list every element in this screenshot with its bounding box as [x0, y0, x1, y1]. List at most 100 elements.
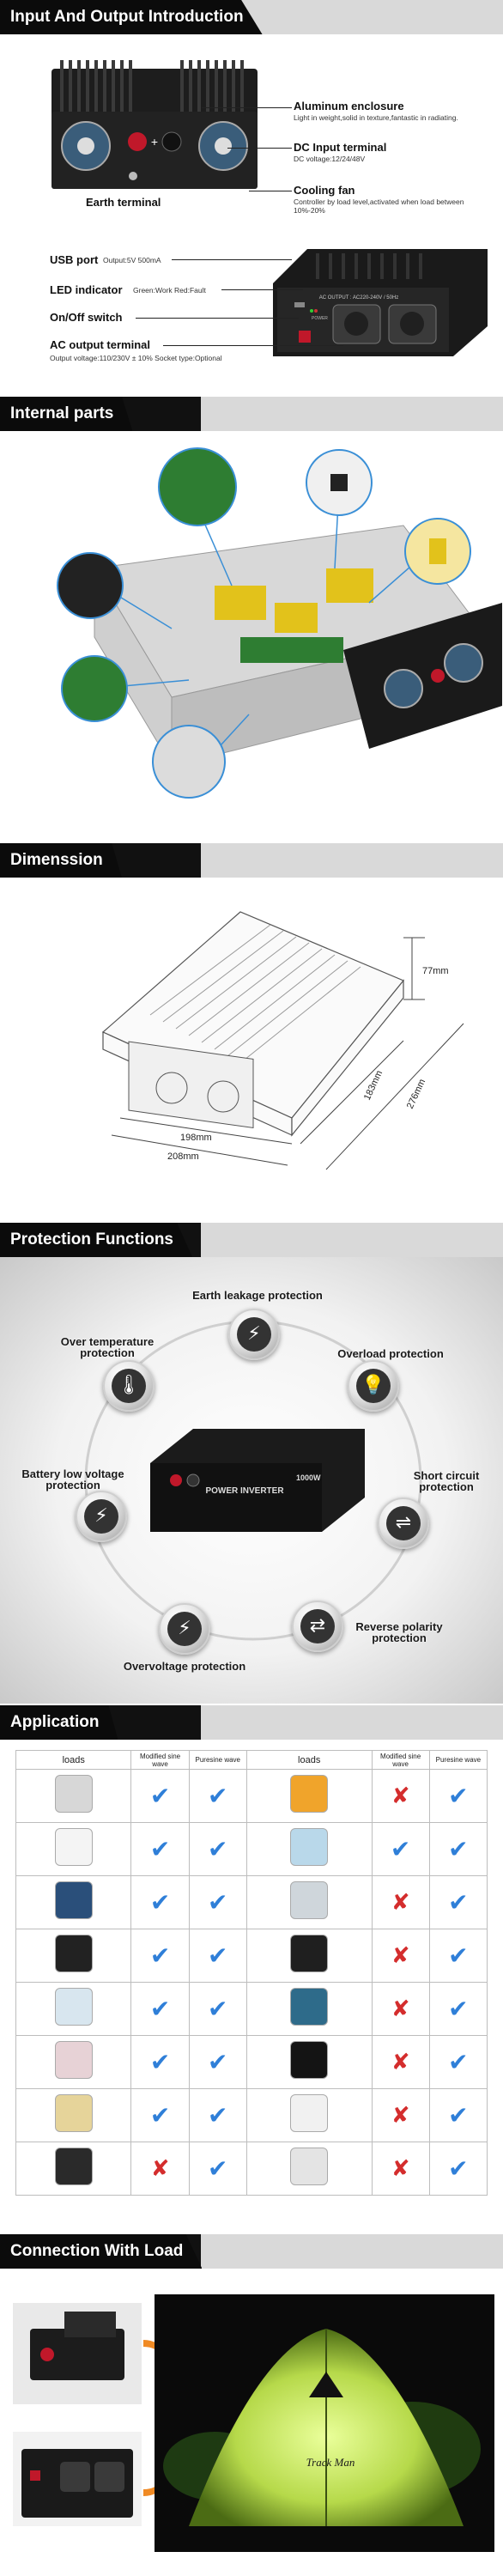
support-cell: ✘ [371, 1929, 430, 1983]
product-label: POWER INVERTER [205, 1486, 284, 1496]
cross-icon: ✘ [391, 1889, 410, 1916]
support-cell: ✔ [130, 2088, 190, 2142]
internal-parts-image [57, 447, 502, 799]
section-header-intro: Input And Output Introduction [0, 0, 503, 34]
load-cell [245, 1875, 373, 1929]
support-cell: ✘ [130, 2142, 190, 2196]
tent-image: Track Man [155, 2294, 494, 2552]
table-row: ✔ ✔ ✘ ✔ [15, 2088, 488, 2142]
check-icon: ✔ [208, 2101, 228, 2129]
table-row: ✔✔✘✔ [15, 1875, 488, 1929]
load-cell [245, 2088, 373, 2142]
check-icon: ✔ [208, 2048, 228, 2076]
load-cell [245, 1929, 373, 1983]
cross-icon: ✘ [150, 2155, 170, 2182]
check-icon: ✔ [149, 1782, 171, 1810]
check-icon: ✔ [149, 2101, 171, 2129]
overvoltage-icon: ⚡ [159, 1603, 210, 1655]
support-cell: ✔ [188, 1769, 247, 1823]
cooling-fan-title: Cooling fan [294, 184, 355, 197]
dimension-panel: 77mm 183mm 276mm 198mm 208mm [0, 878, 503, 1221]
support-cell: ✘ [371, 1982, 430, 2036]
support-cell: ✔ [428, 1982, 488, 2036]
check-icon: ✔ [448, 1888, 469, 1917]
cross-icon: ✘ [391, 2155, 410, 2182]
support-cell: ✘ [371, 2088, 430, 2142]
support-cell: ✔ [428, 2035, 488, 2089]
dim-width2: 208mm [167, 1151, 199, 1162]
support-cell: ✔ [188, 1822, 247, 1876]
check-icon: ✔ [448, 1995, 469, 2023]
support-cell: ✔ [371, 1822, 430, 1876]
support-cell: ✔ [130, 1769, 190, 1823]
desktop-computer-icon [54, 1935, 93, 1972]
section-title-application: Application [0, 1705, 118, 1740]
ac-output-title: AC output terminal [50, 338, 150, 351]
support-cell: ✘ [371, 1875, 430, 1929]
power-label: POWER [312, 316, 328, 321]
header-loads-right: loads [245, 1750, 373, 1770]
cross-icon: ✘ [391, 1996, 410, 2022]
section-header-internal: Internal parts [0, 397, 503, 431]
header-loads-left: loads [15, 1750, 132, 1770]
aluminum-enclosure-title: Aluminum enclosure [294, 100, 404, 112]
overload-icon: 💡 [348, 1360, 399, 1412]
table-row: ✔ ✔ ✘ ✔ [15, 1929, 488, 1983]
svg-text:+: + [151, 135, 158, 149]
load-cell [15, 2142, 132, 2196]
support-cell: ✔ [188, 2088, 247, 2142]
over-temperature-label: Over temperature protection [60, 1335, 155, 1359]
check-icon: ✔ [208, 1835, 228, 1863]
table-row: ✔✔✘✔ [15, 2035, 488, 2089]
load-cell [15, 1822, 132, 1876]
support-cell: ✔ [428, 2142, 488, 2196]
cross-icon: ✘ [391, 1942, 410, 1969]
section-title-protection: Protection Functions [0, 1223, 192, 1257]
header-pure-left: Puresine wave [188, 1750, 247, 1770]
header-modified-right: Modified sine wave [371, 1750, 430, 1770]
protection-panel: POWER INVERTER 1000W ⚡ Earth leakage pro… [0, 1257, 503, 1704]
table-row: ✔✔✘✔ [15, 1769, 488, 1823]
support-cell: ✔ [188, 1982, 247, 2036]
led-indicator-title: LED indicator [50, 283, 123, 296]
reverse-polarity-icon: ⇄ [292, 1601, 343, 1652]
earth-terminal-title: Earth terminal [86, 196, 161, 209]
light-bulb-icon [54, 1828, 93, 1866]
check-icon: ✔ [448, 2101, 469, 2129]
check-icon: ✔ [448, 1835, 469, 1863]
refrigerator-icon [290, 1881, 329, 1919]
load-cell [245, 1982, 373, 2036]
support-cell: ✔ [188, 1929, 247, 1983]
load-cell [15, 1875, 132, 1929]
check-icon: ✔ [208, 1941, 228, 1970]
dimension-drawing: 77mm 183mm 276mm 198mm 208mm [101, 911, 464, 1170]
usb-port-desc: Output:5V 500mA [103, 256, 161, 264]
support-cell: ✔ [428, 1875, 488, 1929]
electric-drill-icon [290, 1775, 329, 1813]
tent-brand: Track Man [306, 2456, 355, 2469]
cooling-fan-desc: Controller by load level,activated when … [294, 197, 464, 215]
air-conditioner-icon [290, 2094, 329, 2132]
support-cell: ✔ [130, 1929, 190, 1983]
battery-low-label: Battery low voltage protection [21, 1467, 124, 1492]
connection-panel: Track Man [0, 2269, 503, 2576]
application-table: loads Modified sine wave Puresine wave l… [15, 1750, 488, 2196]
check-icon: ✔ [149, 1888, 171, 1917]
check-icon: ✔ [149, 2048, 171, 2076]
load-cell [245, 1822, 373, 1876]
support-cell: ✔ [428, 1822, 488, 1876]
check-icon: ✔ [149, 1941, 171, 1970]
overvoltage-label: Overvoltage protection [123, 1660, 246, 1673]
earth-leakage-label: Earth leakage protection [192, 1289, 323, 1302]
dc-input-title: DC Input terminal [294, 141, 387, 154]
check-icon: ✔ [448, 1941, 469, 1970]
onoff-switch-title: On/Off switch [50, 311, 123, 324]
inverter-car-image [13, 2303, 142, 2404]
section-title-dimension: Dimenssion [0, 843, 122, 878]
check-icon: ✔ [149, 1995, 171, 2023]
section-header-application: Application [0, 1705, 503, 1740]
speakers-icon [54, 2148, 93, 2185]
support-cell: ✘ [371, 2142, 430, 2196]
inverter-sockets-image [13, 2432, 142, 2526]
earth-leakage-icon: ⚡ [228, 1309, 280, 1360]
